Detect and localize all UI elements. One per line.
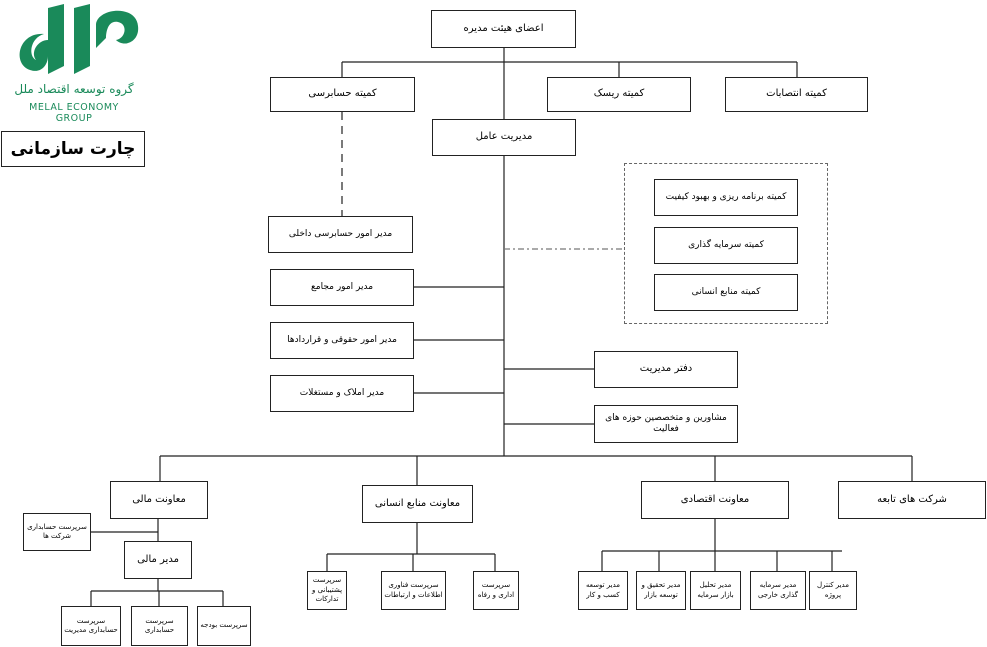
investment-committee-box[interactable]: کمیته سرمایه گذاری (654, 227, 798, 264)
logo-text-fa: گروه توسعه اقتصاد ملل (14, 82, 134, 96)
page-title: چارت سازمانی (1, 131, 145, 167)
management-accounting-box[interactable]: سرپرست حسابداری مدیریت (61, 606, 121, 646)
audit-committee-box[interactable]: کمیته حسابرسی (270, 77, 415, 112)
hr-committee-box[interactable]: کمیته منابع انسانی (654, 274, 798, 311)
admin-welfare-box[interactable]: سرپرست اداری و رفاه (473, 571, 519, 610)
board-box[interactable]: اعضای هیئت مدیره (431, 10, 576, 48)
assemblies-box[interactable]: مدیر امور مجامع (270, 269, 414, 306)
it-box[interactable]: سرپرست فناوری اطلاعات و ارتباطات (381, 571, 446, 610)
economic-vp-box[interactable]: معاونت اقتصادی (641, 481, 789, 519)
finance-manager-box[interactable]: مدیر مالی (124, 541, 192, 579)
subsidiaries-box[interactable]: شرکت های تابعه (838, 481, 986, 519)
project-control-box[interactable]: مدیر کنترل پروژه (809, 571, 857, 610)
market-research-box[interactable]: مدیر تحقیق و توسعه بازار (636, 571, 686, 610)
quality-committee-box[interactable]: کمیته برنامه ریزی و بهبود کیفیت (654, 179, 798, 216)
legal-box[interactable]: مدیر امور حقوقی و قراردادها (270, 322, 414, 359)
capital-market-box[interactable]: مدیر تحلیل بازار سرمایه (690, 571, 741, 610)
companies-accounting-box[interactable]: سرپرست حسابداری شرکت ها (23, 513, 91, 551)
ceo-committees-group (624, 163, 828, 324)
advisors-box[interactable]: مشاورین و متخصصین حوزه های فعالیت (594, 405, 738, 443)
budget-box[interactable]: سرپرست بودجه (197, 606, 251, 646)
procurement-box[interactable]: سرپرست پشتیبانی و تدارکات (307, 571, 347, 610)
accounting-box[interactable]: سرپرست حسابداری (131, 606, 188, 646)
logo-text-en: MELAL ECONOMY GROUP (29, 102, 119, 124)
internal-audit-box[interactable]: مدیر امور حسابرسی داخلی (268, 216, 413, 253)
property-box[interactable]: مدیر املاک و مستغلات (270, 375, 414, 412)
management-office-box[interactable]: دفتر مدیریت (594, 351, 738, 388)
melal-logo-icon (19, 4, 139, 74)
foreign-investment-box[interactable]: مدیر سرمایه گذاری خارجی (750, 571, 806, 610)
business-development-box[interactable]: مدیر توسعه کسب و کار (578, 571, 628, 610)
appointments-committee-box[interactable]: کمیته انتصابات (725, 77, 868, 112)
risk-committee-box[interactable]: کمیته ریسک (547, 77, 691, 112)
hr-vp-box[interactable]: معاونت منابع انسانی (362, 485, 473, 523)
finance-vp-box[interactable]: معاونت مالی (110, 481, 208, 519)
ceo-box[interactable]: مدیریت عامل (432, 119, 576, 156)
